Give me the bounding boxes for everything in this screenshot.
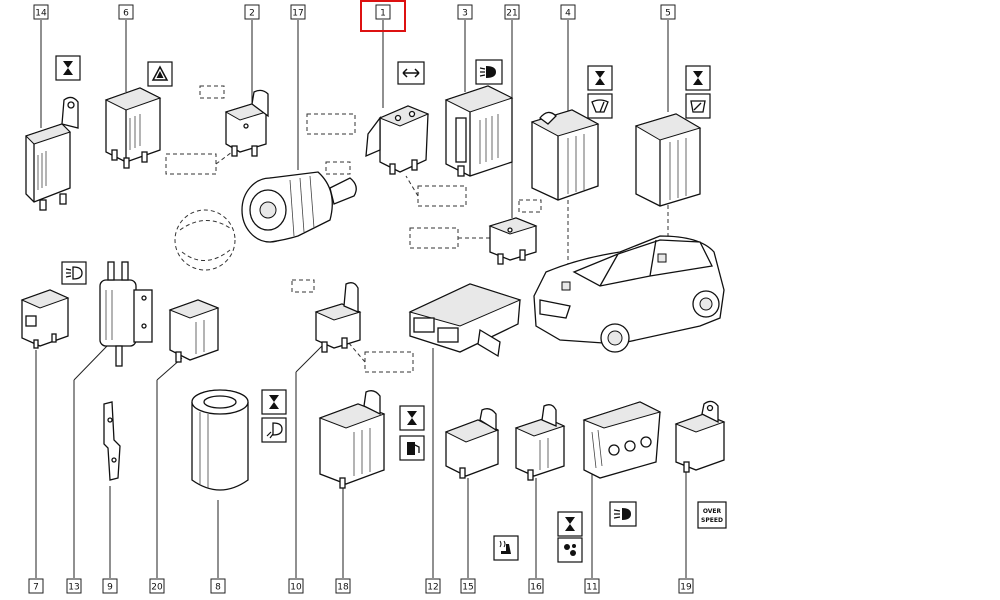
hourglass-icon xyxy=(685,65,711,91)
part-7-relay xyxy=(20,289,70,349)
part-11-box xyxy=(582,401,662,479)
car-illustration xyxy=(533,235,725,353)
svg-text:18: 18 xyxy=(337,583,349,593)
part-16-relay xyxy=(514,404,566,481)
hourglass-icon xyxy=(557,511,583,537)
svg-text:16: 16 xyxy=(530,583,542,593)
part-8-round-relay xyxy=(191,389,249,491)
hazard-warning-icon xyxy=(147,61,173,87)
hourglass-icon xyxy=(261,389,287,415)
headlight-icon xyxy=(475,59,503,85)
callout-11[interactable]: 11 xyxy=(584,578,600,594)
headlight-icon xyxy=(609,501,637,527)
callout-21[interactable]: 21 xyxy=(504,4,520,20)
overspeed-label-line2: SPEED xyxy=(701,517,723,524)
callout-19[interactable]: 19 xyxy=(678,578,694,594)
selected-callout-highlight xyxy=(360,0,406,32)
overspeed-icon: OVER SPEED xyxy=(697,501,727,529)
svg-text:17: 17 xyxy=(292,9,303,19)
part-9-bracket xyxy=(103,401,121,481)
callout-3[interactable]: 3 xyxy=(457,4,473,20)
callout-5[interactable]: 5 xyxy=(660,4,676,20)
part-1-relay xyxy=(365,105,430,175)
headlight-washer-icon xyxy=(261,417,287,443)
svg-text:19: 19 xyxy=(680,583,692,593)
part-15-relay xyxy=(444,408,500,479)
part-10-relay xyxy=(314,282,362,353)
callout-4[interactable]: 4 xyxy=(560,4,576,20)
callout-10[interactable]: 10 xyxy=(288,578,304,594)
svg-text:10: 10 xyxy=(290,583,302,593)
callout-14[interactable]: 14 xyxy=(33,4,49,20)
svg-text:14: 14 xyxy=(35,9,47,19)
callout-1[interactable]: 1 xyxy=(375,4,391,20)
svg-text:21: 21 xyxy=(506,9,517,19)
part-2-relay xyxy=(224,89,269,157)
callout-2[interactable]: 2 xyxy=(244,4,260,20)
svg-text:15: 15 xyxy=(462,583,473,593)
svg-text:13: 13 xyxy=(68,583,79,593)
front-wiper-icon xyxy=(587,93,613,119)
callout-15[interactable]: 15 xyxy=(460,578,476,594)
part-4-relay xyxy=(530,109,600,201)
part-19-relay xyxy=(674,400,726,473)
part-14-relay xyxy=(25,96,79,211)
callout-16[interactable]: 16 xyxy=(528,578,544,594)
svg-text:1: 1 xyxy=(380,9,386,19)
svg-text:5: 5 xyxy=(665,9,671,19)
part-5-relay xyxy=(634,113,702,207)
seat-heating-icon xyxy=(493,535,519,561)
callout-8[interactable]: 8 xyxy=(210,578,226,594)
rear-wiper-icon xyxy=(685,93,711,119)
callout-20[interactable]: 20 xyxy=(149,578,165,594)
svg-text:4: 4 xyxy=(565,9,571,19)
callout-6[interactable]: 6 xyxy=(118,4,134,20)
connector-outlines xyxy=(165,85,542,373)
part-3-relay xyxy=(444,85,514,177)
callout-13[interactable]: 13 xyxy=(66,578,82,594)
svg-text:20: 20 xyxy=(151,583,163,593)
svg-text:8: 8 xyxy=(215,583,221,593)
part-20-relay xyxy=(168,299,220,363)
svg-text:2: 2 xyxy=(249,9,255,19)
leader-lines xyxy=(35,20,687,578)
part-18-relay xyxy=(318,390,386,489)
part-13-holder xyxy=(99,261,153,367)
svg-text:11: 11 xyxy=(586,583,597,593)
svg-text:7: 7 xyxy=(33,583,39,593)
part-17-round-relay xyxy=(174,171,357,271)
headlight-icon xyxy=(61,261,87,285)
svg-text:3: 3 xyxy=(462,9,468,19)
part-6-relay xyxy=(104,87,162,169)
hourglass-icon xyxy=(587,65,613,91)
hourglass-icon xyxy=(399,405,425,431)
callout-labels: 14 6 2 17 1 3 21 4 5 7 13 9 20 8 10 xyxy=(28,4,694,594)
svg-text:9: 9 xyxy=(107,583,113,593)
hourglass-icon xyxy=(55,55,81,81)
callout-18[interactable]: 18 xyxy=(335,578,351,594)
svg-text:12: 12 xyxy=(427,583,438,593)
svg-text:6: 6 xyxy=(123,9,129,19)
fuel-pump-icon xyxy=(399,435,425,461)
overspeed-label-line1: OVER xyxy=(703,508,722,515)
direction-arrows-icon xyxy=(397,61,425,85)
callout-9[interactable]: 9 xyxy=(102,578,118,594)
callout-17[interactable]: 17 xyxy=(290,4,306,20)
callout-7[interactable]: 7 xyxy=(28,578,44,594)
part-21-relay xyxy=(488,217,538,265)
fan-icon xyxy=(557,537,583,563)
part-12-unit xyxy=(408,283,522,358)
callout-12[interactable]: 12 xyxy=(425,578,441,594)
